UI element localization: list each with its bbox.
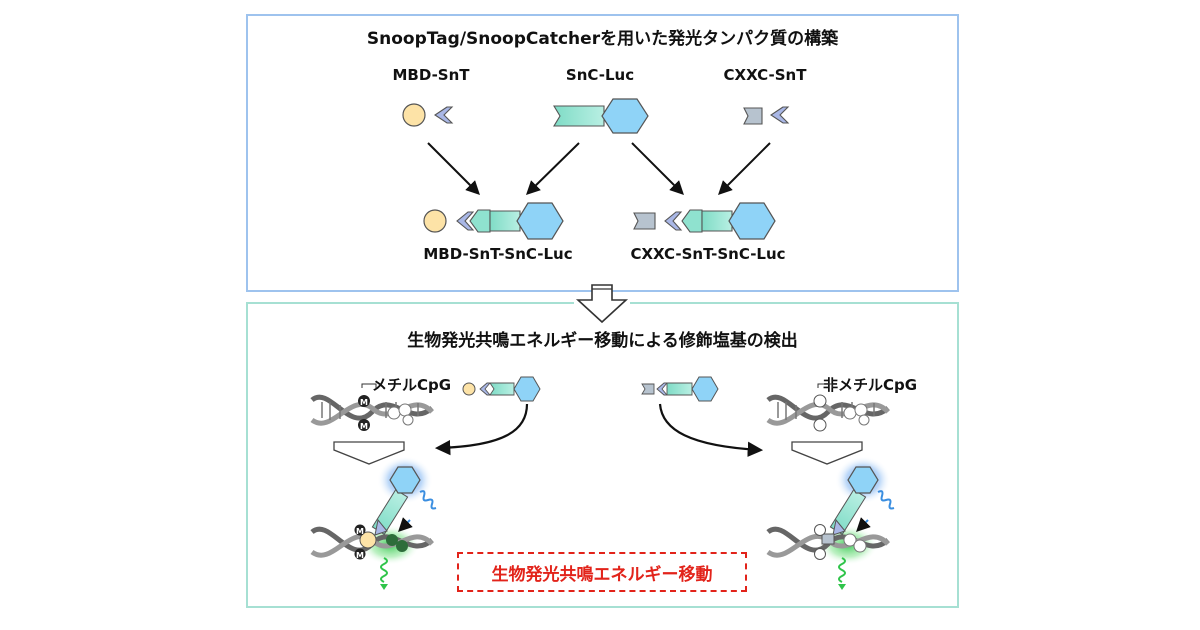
construction-panel: SnoopTag/SnoopCatcherを用いた発光タンパク質の構築	[246, 14, 959, 292]
label-cxxc-product: CXXC-SnT-SnC-Luc	[630, 245, 786, 263]
fret-label-box: 生物発光共鳴エネルギー移動	[457, 552, 747, 592]
label-mbd-snt: MBD-SnT	[392, 66, 470, 84]
label-cxxc-snt: CXXC-SnT	[723, 66, 807, 84]
label-methyl-cpg: メチルCpG	[372, 376, 452, 394]
label-snc-luc: SnC-Luc	[565, 66, 635, 84]
label-non-methyl-cpg: 非メチルCpG	[823, 376, 918, 394]
construction-title: SnoopTag/SnoopCatcherを用いた発光タンパク質の構築	[366, 29, 839, 49]
label-mbd-product: MBD-SnT-SnC-Luc	[423, 245, 573, 263]
down-arrow-icon	[574, 284, 630, 324]
detection-title: 生物発光共鳴エネルギー移動による修飾塩基の検出	[407, 331, 798, 351]
